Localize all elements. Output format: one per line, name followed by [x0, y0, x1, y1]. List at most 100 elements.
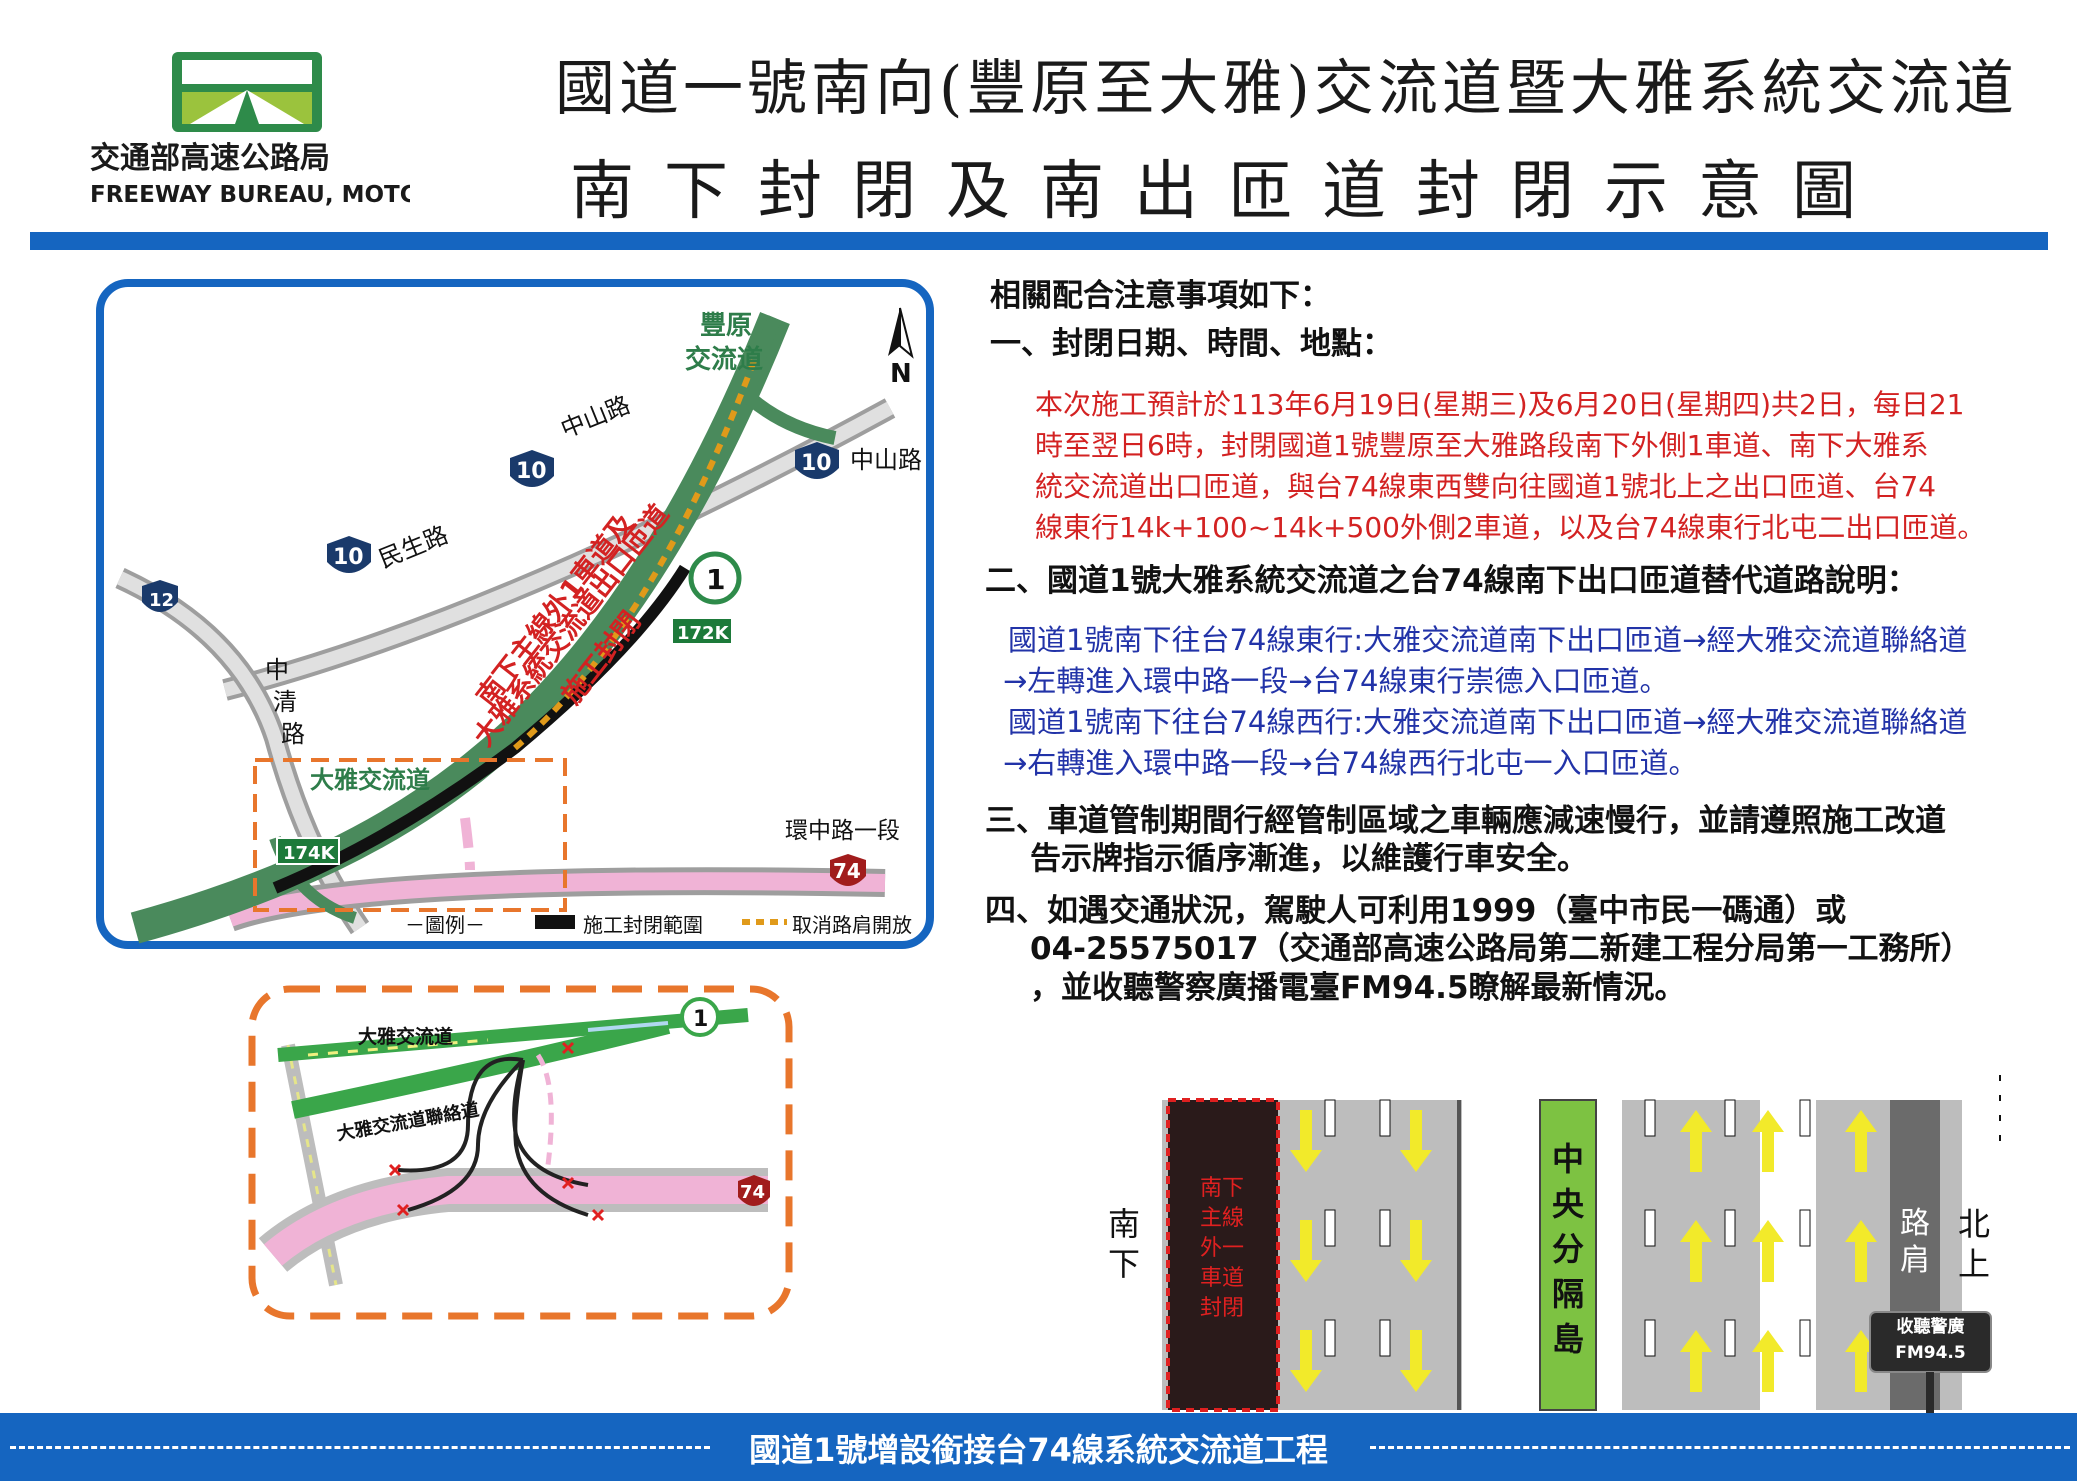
map-frame: [96, 279, 934, 949]
km174-marker: 174K: [276, 837, 340, 865]
ramp-dashed-pink: [460, 817, 475, 871]
closed-lane: [1166, 1098, 1280, 1412]
section2-title: 二、國道1號大雅系統交流道之台74線南下出口匝道替代道路說明：: [985, 563, 1918, 599]
closed-lane-label: 南下 主線 外一 車道 封閉: [1200, 1176, 1244, 1321]
daya-ic-label: 大雅交流道: [310, 766, 430, 794]
huanzhong-road-label: 環中路一段: [785, 818, 900, 844]
section2-line: 國道1號南下往台74線東行:大雅交流道南下出口匝道→經大雅交流道聯絡道: [1008, 623, 1968, 657]
lane-markings: [1324, 1099, 1811, 1357]
footer-dash-left: [10, 1446, 710, 1449]
detail-route74-shield-icon: 74: [738, 1175, 770, 1206]
detail-ramp-3: [513, 1059, 589, 1217]
fengyuan-ic-label: 豐原: [700, 311, 752, 341]
zhongqing-road-label-1: 中: [265, 656, 289, 684]
section1-line: 時至翌日6時，封閉國道1號豐原至大雅路段南下外側1車道、南下大雅系: [1035, 429, 1929, 462]
southbound-edge: [1457, 1100, 1461, 1410]
fengyuan-ramp: [742, 315, 837, 445]
detail-frame: [248, 985, 793, 1320]
zhongqing-road-label-2: 清: [273, 688, 297, 716]
route10-shield-icon: 10: [795, 442, 839, 479]
logo-chinese-name: 交通部高速公路局: [90, 141, 330, 176]
radio-sign-line2: FM94.5: [1895, 1343, 1966, 1363]
svg-text:肩: 肩: [1900, 1243, 1930, 1278]
radio-sign-line1: 收聽警廣: [1896, 1317, 1965, 1337]
svg-text:封閉: 封閉: [1200, 1296, 1244, 1321]
svg-text:10: 10: [333, 545, 364, 570]
daya-ic-highlight-box: [253, 758, 567, 912]
route1-shield-icon: 1: [688, 551, 742, 605]
north-arrow-icon: N: [888, 307, 914, 389]
section4-line1: 四、如遇交通狀況，駕駛人可利用1999（臺中市民一碼通）或: [985, 893, 1847, 929]
detail-map: 大雅交流道 大雅交流道聯絡道 1 74: [248, 985, 793, 1320]
footer-dash-right: [1370, 1446, 2070, 1449]
freeway-bureau-logo: 交通部高速公路局 FREEWAY BUREAU, MOTC: [90, 52, 410, 208]
section1-title: 一、封閉日期、時間、地點：: [990, 326, 1393, 362]
svg-text:下: 下: [1108, 1245, 1140, 1283]
radio-sign: [1869, 1311, 1992, 1415]
detail-route74-inner: [263, 1176, 768, 1266]
header-divider: [30, 232, 2048, 250]
svg-text:中: 中: [1552, 1140, 1584, 1178]
detail-ramp-4: [512, 1059, 589, 1187]
project-name: 國道1號增設銜接台74線系統交流道工程: [749, 1431, 1328, 1469]
section4-line3: ，並收聽警察廣播電臺FM94.5瞭解最新情況。: [1030, 970, 1686, 1006]
logo-road-center: [235, 90, 259, 124]
legend-shoulder-label: 取消路肩開放: [792, 913, 912, 937]
svg-text:南: 南: [1108, 1205, 1140, 1243]
lane-diagram: 南下 主線 外一 車道 封閉: [1108, 1075, 2001, 1412]
radio-sign-text: 收聽警廣 FM94.5: [1868, 1314, 1993, 1366]
svg-text:10: 10: [516, 459, 547, 484]
page-title-line1: 國道一號南向(豐原至大雅)交流道暨大雅系統交流道: [555, 54, 2018, 124]
detail-freeway: [277, 1008, 749, 1062]
svg-text:分: 分: [1552, 1230, 1584, 1268]
svg-text:北: 北: [1958, 1205, 1990, 1243]
svg-text:主線: 主線: [1200, 1206, 1244, 1231]
section1-line: 線東行14k+100~14k+500外側2車道，以及台74線東行北屯二出口匝道。: [1035, 511, 1986, 544]
logo-sky: [182, 60, 312, 84]
svg-text:路: 路: [1900, 1206, 1930, 1241]
median-label: 中 央 分 隔 島: [1552, 1140, 1585, 1358]
detail-side-road: [281, 1043, 343, 1287]
svg-text:隔: 隔: [1552, 1275, 1584, 1313]
south-label: 南 下: [1108, 1205, 1140, 1283]
svg-text:174K: 174K: [283, 843, 336, 864]
median-gap-left: [1462, 1100, 1518, 1410]
radio-sign-post: [1926, 1372, 1934, 1415]
svg-text:上: 上: [1958, 1245, 1990, 1283]
svg-text:74: 74: [833, 859, 861, 883]
logo-english-name: FREEWAY BUREAU, MOTC: [90, 182, 410, 208]
route74-shield-icon: 74: [830, 854, 866, 886]
closure-x-icon: [388, 1041, 605, 1222]
north-label: N: [890, 359, 912, 389]
main-map: 豐原 交流道 N 中山路 中山路 民生路 中 清 路 環中路一段 大雅交流道 1…: [96, 279, 934, 949]
huanzhong-road-inner: [226, 872, 886, 927]
svg-text:央: 央: [1552, 1185, 1585, 1223]
detail-daya-ic-label: 大雅交流道: [358, 1025, 453, 1048]
detail-ramp-1: [397, 1056, 524, 1173]
svg-text:南下: 南下: [1200, 1176, 1244, 1201]
svg-text:車道: 車道: [1200, 1266, 1244, 1291]
section2-line: →右轉進入環中路一段→台74線西行北屯一入口匝道。: [1003, 746, 1698, 780]
southbound-arrow-icon: [1290, 1110, 1432, 1392]
shoulder-cancel-line: [513, 356, 758, 751]
freeway-no1: [130, 312, 790, 944]
svg-text:外一: 外一: [1200, 1236, 1244, 1261]
svg-text:10: 10: [801, 451, 832, 476]
svg-text:172K: 172K: [677, 623, 730, 644]
northbound-arrow-icon: [1680, 1110, 1877, 1392]
section3-line2: 告示牌指示循序漸進，以維護行車安全。: [1030, 841, 1588, 877]
detail-route1-shield-icon: 1: [680, 997, 720, 1037]
section1-line: 本次施工預計於113年6月19日(星期三)及6月20日(星期四)共2日，每日21: [1035, 388, 1965, 421]
svg-text:74: 74: [740, 1182, 765, 1203]
median: [1539, 1099, 1597, 1411]
page-title-line2: 南下封閉及南出匝道封閉示意圖: [570, 155, 1886, 229]
section1-line: 統交流道出口匝道，與台74線東西雙向往國道1號北上之出口匝道、台74: [1035, 470, 1937, 503]
shoulder-label: 路 肩: [1900, 1206, 1930, 1278]
svg-text:島: 島: [1552, 1320, 1584, 1358]
svg-text:1: 1: [693, 1007, 708, 1032]
km172-marker: 172K: [671, 617, 733, 645]
svg-text:12: 12: [149, 590, 174, 611]
footer-bar: 國道1號增設銜接台74線系統交流道工程: [0, 1413, 2077, 1481]
zhongqing-road-label-3: 路: [281, 720, 305, 748]
section4-line2: 04-25575017（交通部高速公路局第二新建工程分局第一工務所）: [1030, 931, 1972, 967]
